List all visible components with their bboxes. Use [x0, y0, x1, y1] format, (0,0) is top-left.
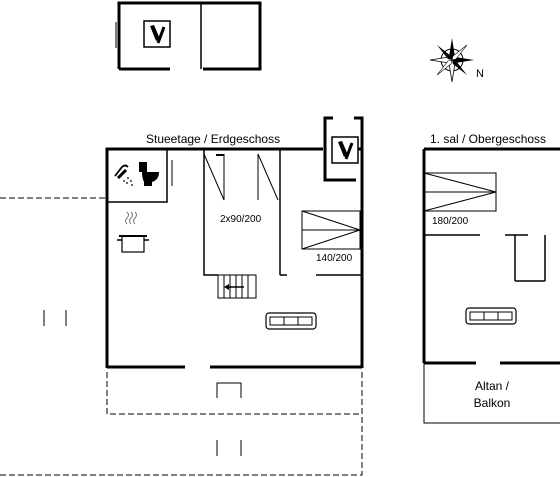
balcony-label-line1: Altan /: [475, 379, 510, 393]
compass-north-label: N: [476, 68, 484, 80]
outdoor-terrace: [0, 197, 363, 476]
ground-floor-title: Stueetage / Erdgeschoss: [146, 132, 280, 146]
upper-bed-label: 180/200: [432, 216, 469, 227]
outbuilding: [115, 1, 262, 71]
sofa-icon: [465, 307, 517, 325]
toilet-icon: [139, 162, 159, 186]
ground-floor: Stueetage / Erdgeschoss: [105, 116, 364, 369]
double-bed-label: 140/200: [316, 253, 353, 264]
cooking-pot-icon: [117, 211, 149, 253]
bottle-icon: [331, 136, 359, 164]
first-floor: 1. sal / Obergeschoss 180/200 Altan / Ba…: [422, 132, 560, 424]
sofa-icon: [265, 312, 317, 330]
terrace-posts: [43, 310, 242, 456]
staircase: [217, 274, 257, 299]
bottle-icon: [143, 20, 171, 48]
first-floor-title: 1. sal / Obergeschoss: [430, 132, 546, 146]
compass-icon: [429, 38, 474, 83]
balcony-label-line2: Balkon: [474, 396, 511, 410]
shower-icon: [114, 164, 133, 186]
bunk-bed-label: 2x90/200: [220, 214, 262, 225]
